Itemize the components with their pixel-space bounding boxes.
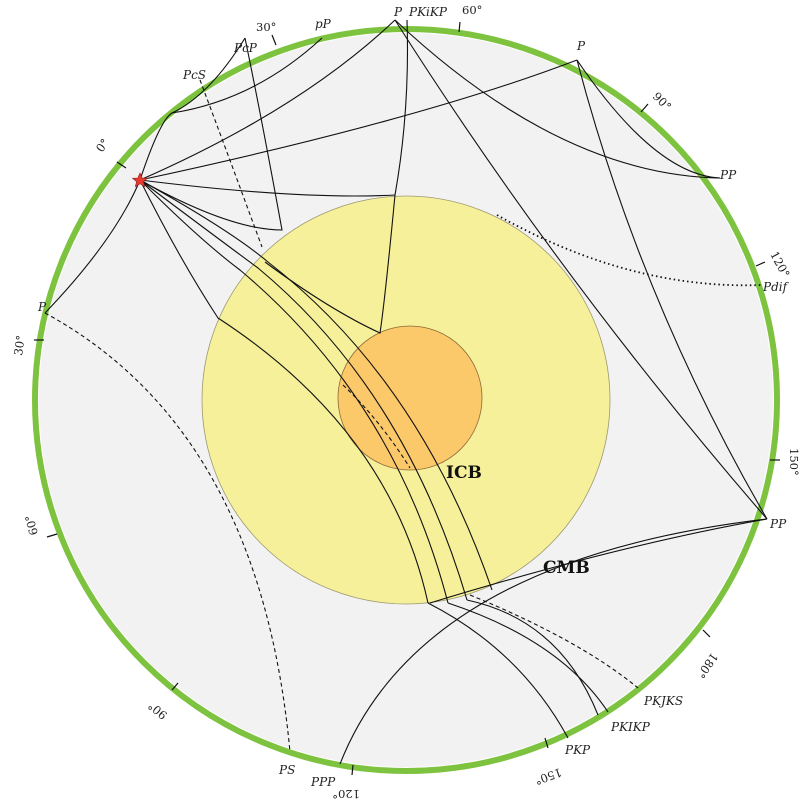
- degree-label-150-bottom: 150°: [533, 765, 564, 788]
- inner-core: [337, 325, 483, 471]
- ray-pkjks: [469, 594, 639, 689]
- degree-label-60-top: 60°: [462, 3, 482, 17]
- degree-label-30-top: 30°: [256, 20, 276, 34]
- ray-pkikp-top: [264, 19, 409, 334]
- phase-label-p-right: P: [576, 39, 586, 53]
- phase-label-pp-lower-right: PP: [769, 517, 787, 531]
- phase-label-pp-upper-right: PP: [719, 168, 737, 182]
- degree-label-60-left: 60°: [22, 514, 41, 537]
- degree-label-90-bottom: 90°: [145, 699, 170, 723]
- phase-label-p-left: P: [37, 300, 47, 314]
- degree-label-90-right: 90°: [650, 89, 674, 113]
- degree-label-120-right: 120°: [767, 249, 792, 280]
- earth-surface-ring: [32, 26, 780, 774]
- phase-label-pcp: PcP: [233, 41, 258, 55]
- phase-label-pkikp-bottom: PKIKP: [610, 720, 651, 734]
- phase-label-ppp: PPP: [310, 775, 336, 789]
- phase-label-pkjks: PKJKS: [643, 694, 683, 708]
- degree-label-30-left: 30°: [11, 334, 28, 356]
- ray-pkp-4: [139, 179, 493, 591]
- phase-label-pp-top: pP: [315, 17, 332, 31]
- ray-pkikp-core-dash: [342, 384, 411, 469]
- ray-pp-reflect: [171, 37, 246, 114]
- ray-pkikp-exit: [447, 602, 609, 713]
- degree-label-150-right: 150°: [787, 448, 801, 476]
- ray-pdif: [496, 214, 763, 287]
- ray-pcp: [139, 37, 283, 231]
- phase-label-pkikp-top: PKiKP: [408, 5, 448, 19]
- ray-ppp: [339, 518, 768, 765]
- ray-pp-upper: [139, 37, 323, 181]
- ray-p-top-right: [394, 19, 768, 520]
- degree-ticks: [34, 21, 780, 776]
- phase-label-pkp: PKP: [564, 743, 591, 757]
- degree-label-0: 0°: [93, 136, 112, 155]
- cmb-label: CMB: [543, 558, 590, 578]
- ray-p-right-down: [576, 59, 768, 520]
- phase-label-pcs: PcS: [182, 68, 206, 82]
- icb-label: ICB: [446, 463, 482, 483]
- ray-p-top: [139, 19, 396, 181]
- ray-pkp-3: [139, 179, 468, 601]
- ray-p-right: [139, 59, 578, 181]
- ray-paths: [44, 19, 768, 765]
- ray-pkp-exit: [427, 602, 569, 739]
- star-icon: [131, 172, 149, 188]
- ray-p-left: [44, 179, 141, 314]
- degree-label-180: 180°: [694, 650, 721, 681]
- phase-label-p-top: P: [393, 5, 403, 19]
- ray-pp-lower-back: [429, 518, 768, 604]
- phase-label-ps: PS: [278, 763, 295, 777]
- ray-pkp-2: [139, 179, 449, 604]
- ray-pkp-1: [139, 179, 429, 604]
- degree-label-120-bottom: 120°: [332, 787, 360, 801]
- ray-pkikp-upper: [139, 179, 396, 197]
- ray-ps: [44, 312, 291, 753]
- ray-pkp-exit-2: [466, 599, 599, 716]
- ray-pp-lower: [576, 59, 721, 179]
- ray-pcs: [199, 79, 263, 248]
- phase-label-pdif: Pdif: [762, 280, 790, 294]
- phase-labels: P PKiKP pP PcP PcS P PP Pdif P PP PKJKS …: [37, 5, 790, 789]
- ray-p-to-pp-upper: [394, 19, 721, 179]
